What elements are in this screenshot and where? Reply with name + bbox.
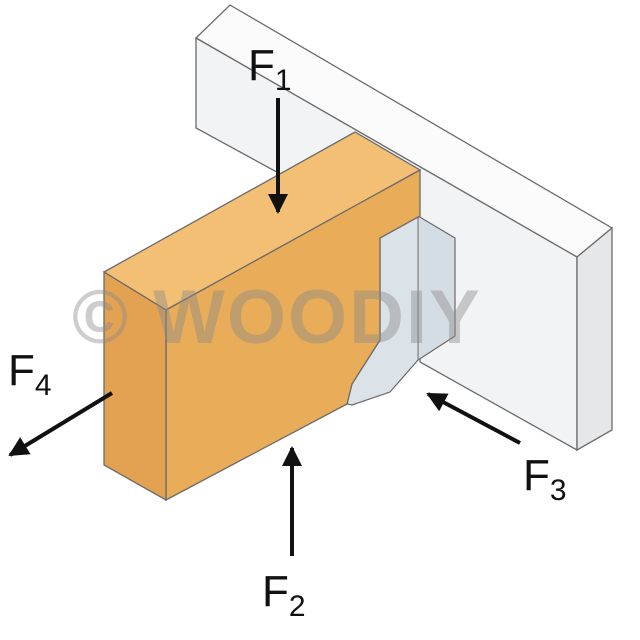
wooden-joist: [102, 131, 422, 502]
force-labels: F1 F2 F3 F4: [8, 41, 567, 623]
force-arrows: [8, 98, 521, 556]
force-label-f3: F3: [523, 451, 567, 507]
force-arrow-f3: [426, 392, 521, 445]
force-label-f4: F4: [8, 346, 52, 402]
joist-front-face: [165, 168, 421, 502]
wall-side-face: [576, 226, 613, 452]
force-label-f1: F1: [248, 41, 292, 97]
joist-end-face: [103, 270, 167, 502]
force-label-f2: F2: [262, 567, 306, 623]
wall-header: [194, 4, 614, 452]
force-arrow-f4: [8, 391, 114, 457]
watermark: © WOODIY: [72, 275, 482, 360]
